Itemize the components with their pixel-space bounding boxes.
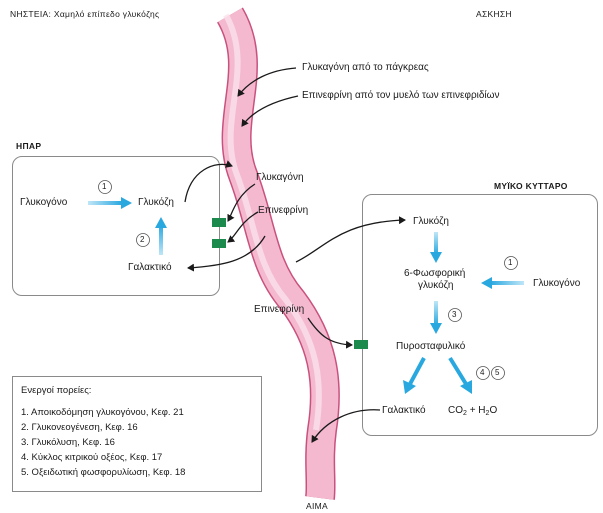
muscle-g6p-line1: 6-Φωσφορική [404, 268, 465, 280]
legend-title: Ενεργοί πορείες: [21, 385, 91, 396]
muscle-glucose: Γλυκόζη [413, 216, 449, 228]
adrenaline-from-medulla-label: Επινεφρίνη από τον μυελό των επινεφριδίω… [302, 90, 499, 102]
muscle-step-3: 3 [452, 309, 456, 321]
muscle-step-4: 4 [480, 367, 484, 379]
muscle-step-1: 1 [508, 257, 512, 269]
muscle-glycogen: Γλυκογόνο [533, 278, 580, 290]
muscle-g6p-line2: γλυκόζη [418, 280, 453, 292]
arrow-blood-to-muscle-glucose [296, 220, 405, 262]
fasting-header: ΝΗΣΤΕΙΑ: Χαμηλό επίπεδο γλυκόζης [10, 8, 159, 20]
liver-glycogen: Γλυκογόνο [20, 197, 67, 209]
arrow-glucose-to-blood [185, 164, 232, 202]
muscle-title: ΜΥΪΚΟ ΚΥΤΤΑΡΟ [494, 180, 568, 192]
legend-item: 4. Κύκλος κιτρικού οξέος, Κεφ. 17 [21, 452, 162, 463]
muscle-lactate: Γαλακτικό [382, 405, 426, 417]
receptor-liver-glucagon [212, 218, 226, 227]
legend-box: Ενεργοί πορείες: 1. Αποικοδόμηση γλυκογό… [12, 376, 262, 492]
legend-item: 2. Γλυκονεογένεση, Κεφ. 16 [21, 422, 138, 433]
liver-title: ΗΠΑΡ [16, 140, 41, 152]
blood-adrenaline-liver-label: Επινεφρίνη [258, 205, 308, 217]
exercise-header: ΑΣΚΗΣΗ [476, 8, 512, 20]
muscle-co2-h2o: CO2 + H2O [448, 405, 497, 420]
blood-adrenaline-muscle-label: Επινεφρίνη [254, 304, 304, 316]
blood-label: ΑΙΜΑ [306, 500, 328, 512]
receptor-muscle-adrenaline [354, 340, 368, 349]
blood-glucagon-label: Γλυκαγόνη [256, 172, 304, 184]
legend-item: 3. Γλυκόλυση, Κεφ. 16 [21, 437, 115, 448]
liver-lactate: Γαλακτικό [128, 262, 172, 274]
legend-item: 5. Οξειδωτική φωσφορυλίωση, Κεφ. 18 [21, 467, 185, 478]
liver-step-2: 2 [140, 234, 144, 246]
legend-item: 1. Αποικοδόμηση γλυκογόνου, Κεφ. 21 [21, 407, 184, 418]
receptor-liver-adrenaline [212, 239, 226, 248]
liver-glucose: Γλυκόζη [138, 197, 174, 209]
muscle-pyruvate: Πυροσταφυλικό [396, 341, 465, 353]
muscle-step-5: 5 [495, 367, 499, 379]
liver-step-1: 1 [102, 181, 106, 193]
glucagon-from-pancreas-label: Γλυκαγόνη από το πάγκρεας [302, 62, 429, 74]
